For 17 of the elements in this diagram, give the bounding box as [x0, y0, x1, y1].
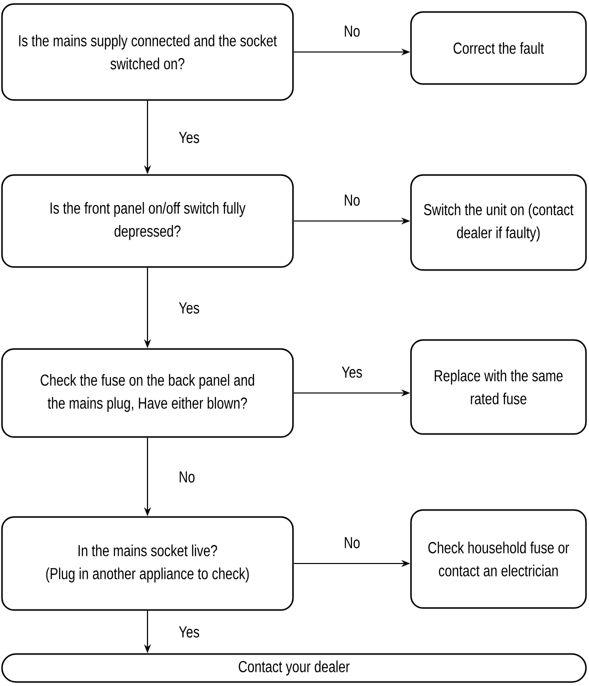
edge-label: No: [178, 470, 196, 484]
process-box: Correct the fault: [410, 11, 587, 85]
decision-box: In the mains socket live? (Plug in another appliance to check): [1, 516, 294, 611]
decision-box: Check the fuse on the back panel and the mains plug, Have either blown?: [1, 348, 294, 438]
edge-label: Yes: [340, 366, 364, 379]
edge-label: No: [342, 536, 362, 550]
edge-label: Yes: [178, 130, 201, 144]
edge-label: Yes: [178, 625, 201, 639]
process-box: Replace with the same rated fuse: [410, 339, 587, 435]
decision-box: Is the mains supply connected and the socket switched on?: [1, 3, 294, 101]
process-box: Switch the unit on (contact dealer if faulty): [410, 174, 587, 271]
terminal-box: Contact your dealer: [1, 653, 587, 683]
process-box: Check household fuse or contact an electrician: [410, 509, 587, 609]
edge-label: No: [342, 24, 362, 38]
edge-label: Yes: [178, 301, 201, 315]
edge-label: No: [342, 194, 362, 207]
decision-box: Is the front panel on/off switch fully depressed?: [1, 174, 294, 268]
